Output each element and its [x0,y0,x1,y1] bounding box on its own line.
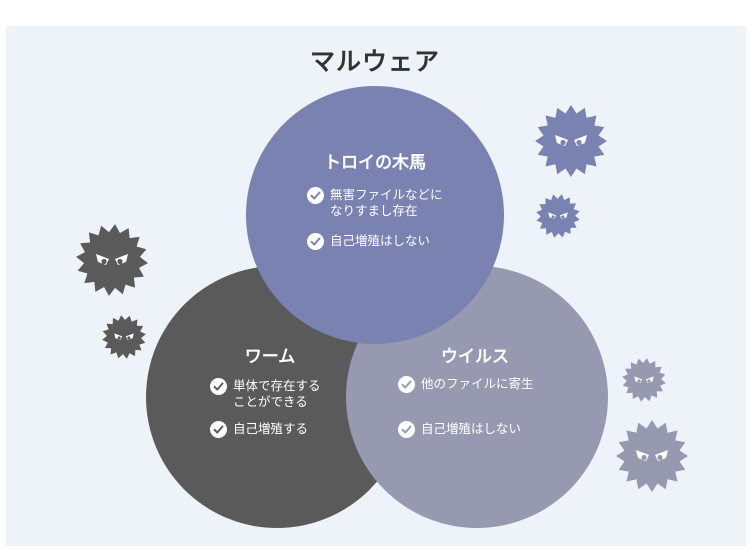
check-icon [398,421,415,438]
virus-icon [622,358,666,402]
trojan-item-2: 自己増殖はしない [307,233,430,250]
virus-item-text: 自己増殖はしない [421,421,522,436]
worm-item-1: 単体で存在する ことができる [210,378,321,410]
virus-icon [102,315,146,359]
virus-icon [536,194,580,238]
check-icon [307,233,324,250]
virus-item-2: 自己増殖はしない [398,421,521,438]
trojan-label: トロイの木馬 [324,153,426,173]
check-icon [210,378,227,395]
worm-label: ワーム [244,347,296,367]
check-icon [398,376,415,393]
virus-icon [616,420,688,492]
overlap-trojan-virus [346,266,504,344]
worm-item-text: 自己増殖する [233,421,309,436]
virus-item-text: 他のファイルに寄生 [421,376,534,391]
check-icon [307,187,324,204]
virus-item-1: 他のファイルに寄生 [398,376,534,393]
virus-icon [535,105,607,177]
worm-item-text: 単体で存在する ことができる [233,378,321,409]
trojan-item-text: 自己増殖はしない [330,233,431,248]
virus-icon [76,224,148,296]
trojan-item-1: 無害ファイルなどに なりすまし存在 [307,187,443,219]
trojan-item-text: 無害ファイルなどに なりすまし存在 [330,187,443,218]
worm-item-2: 自己増殖する [210,421,308,438]
page-title: マルウェア [309,47,440,76]
check-icon [210,421,227,438]
virus-label: ウイルス [441,347,509,367]
